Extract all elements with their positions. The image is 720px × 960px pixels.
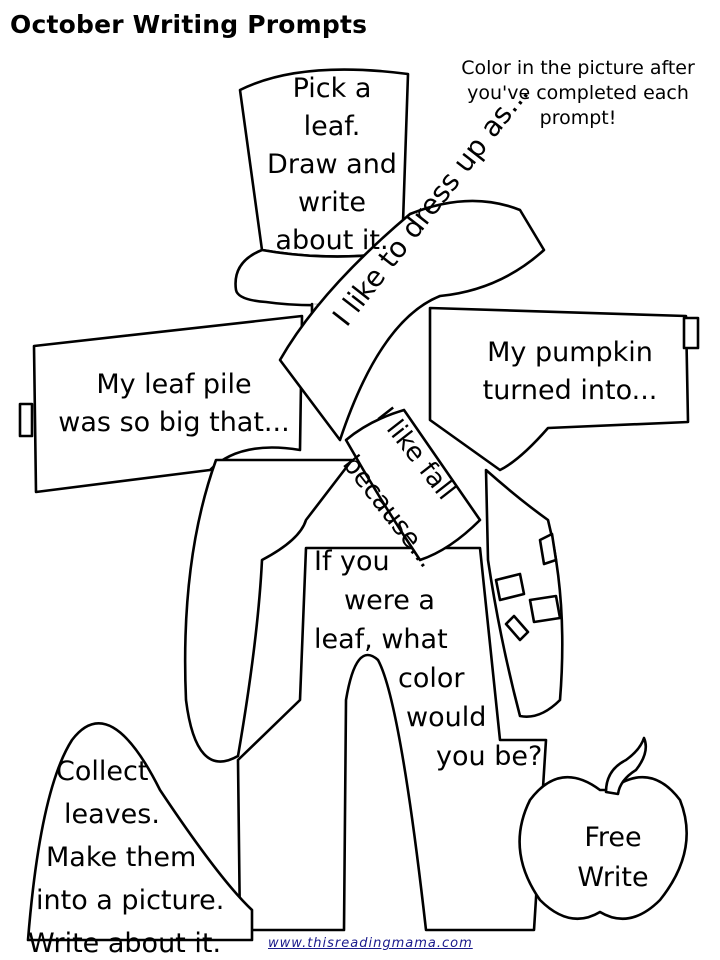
leaf-pile-prompt: My leaf pile was so big that... [44,366,304,442]
apple [518,775,688,920]
right-arm [428,306,690,472]
if-leaf-line: If you [314,546,390,577]
hat-prompt-line: about it. [275,225,389,256]
patch-3 [528,594,562,624]
dress-up-banner [278,199,546,442]
collect-line: into a picture. [36,885,225,916]
collect-leaves-prompt: Collect leaves. Make them into a picture… [24,750,264,960]
apple-stem [604,736,648,796]
patch-2 [494,572,526,602]
hat-prompt: Pick a leaf. Draw and write about it. [252,70,412,260]
free-write-line: Write [577,862,649,893]
collect-line: Write about it. [28,928,222,959]
free-write-line: Free [584,822,642,853]
fall-banner [344,408,482,562]
if-leaf-line: color [398,663,465,694]
left-arm [32,314,304,494]
left-arm-cuff [18,402,34,438]
leaf-pile-line: My leaf pile [96,369,252,400]
hill [26,722,254,942]
pumpkin-line: My pumpkin [487,337,653,368]
collect-line: Collect [56,756,149,787]
if-leaf-line: you be? [436,741,543,772]
coloring-instructions: Color in the picture after you've comple… [461,57,695,129]
if-leaf-prompt: If you were a leaf, what color would you… [308,542,543,776]
scarecrow-body [183,458,354,763]
page-title: October Writing Prompts [10,10,368,39]
patch-1 [538,532,558,566]
free-write-prompt: Free Write [548,818,678,898]
pumpkin-line: turned into... [482,375,658,406]
hat-prompt-line: Pick a [292,73,372,104]
right-arm-cuff [682,316,700,350]
hat-prompt-line: Draw and [267,149,397,180]
leaf-pile-line: was so big that... [58,407,290,438]
collect-line: leaves. [64,799,160,830]
patch-4 [504,614,530,642]
if-leaf-line: would [406,702,487,733]
scarecrow-legs [236,546,548,932]
if-leaf-line: were a [344,585,435,616]
hat-prompt-line: leaf. [303,111,361,142]
collect-line: Make them [46,842,197,873]
hat-prompt-line: write [298,187,366,218]
website-credit[interactable]: www.thisreadingmama.com [268,936,473,951]
if-leaf-line: leaf, what [314,624,448,655]
pumpkin-prompt: My pumpkin turned into... [455,334,685,410]
